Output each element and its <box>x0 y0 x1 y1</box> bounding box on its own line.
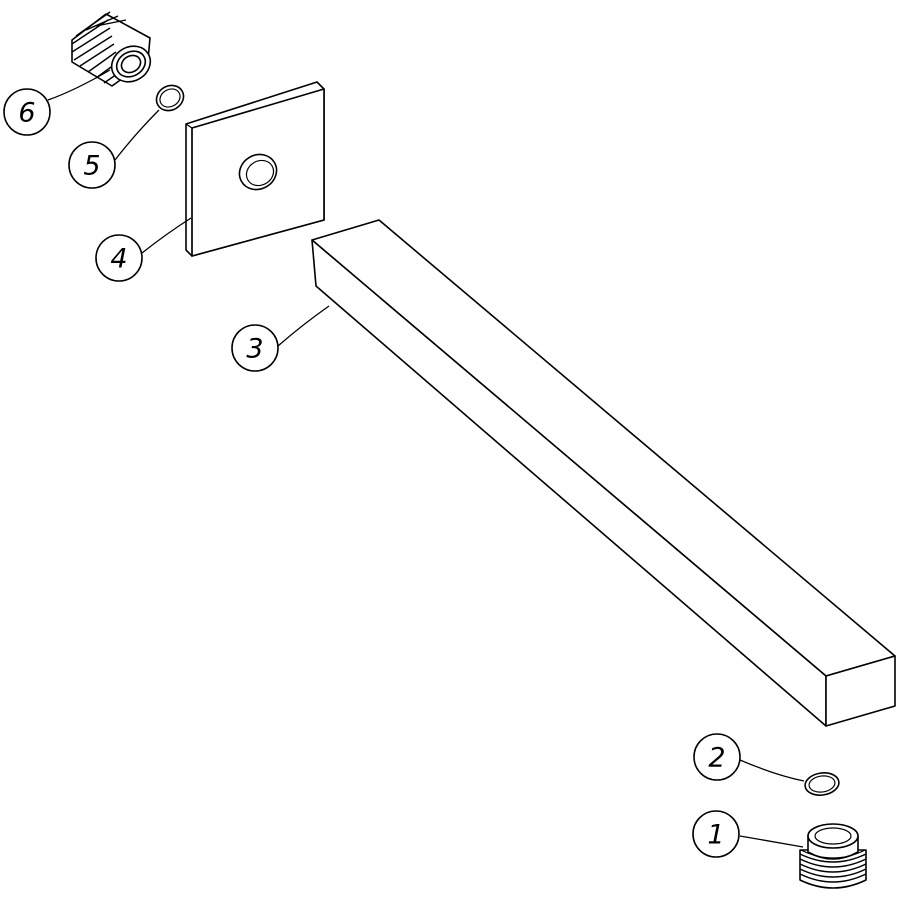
leader-6 <box>47 69 111 101</box>
part-2-o-ring <box>804 772 840 796</box>
callout-2: 2 <box>693 733 741 781</box>
leader-lines <box>47 69 805 848</box>
part-3-spout-arm <box>311 219 896 727</box>
callout-6-number: 6 <box>18 98 35 129</box>
callout-6: 6 <box>3 88 51 136</box>
part-4-wall-flange <box>185 81 325 257</box>
callout-1-number: 1 <box>707 820 724 851</box>
leader-3 <box>277 305 330 347</box>
part-6-threaded-connector <box>71 11 152 87</box>
callout-2-number: 2 <box>708 743 725 774</box>
part-1-threaded-connector <box>799 823 867 889</box>
callout-5-number: 5 <box>83 151 100 182</box>
leader-5 <box>114 109 160 161</box>
part-5-o-ring <box>155 84 185 112</box>
leader-4 <box>141 217 192 254</box>
callout-3-number: 3 <box>246 334 263 365</box>
leader-2 <box>739 759 805 782</box>
callout-5: 5 <box>68 141 116 189</box>
callout-3: 3 <box>231 324 279 372</box>
leader-1 <box>739 835 804 848</box>
callout-4-number: 4 <box>110 244 127 275</box>
callout-1: 1 <box>692 810 740 858</box>
callout-4: 4 <box>95 234 143 282</box>
